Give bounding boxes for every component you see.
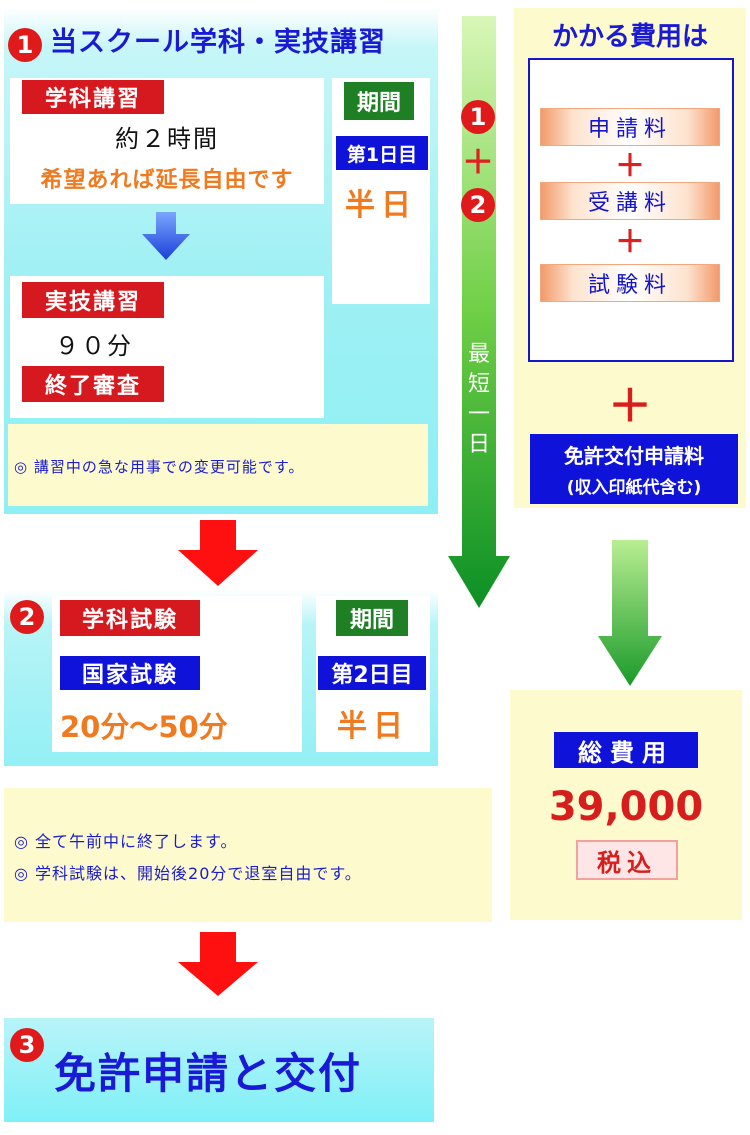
red-down-arrow-icon — [178, 932, 258, 996]
menkyo-fee-box — [530, 434, 738, 504]
gakka-exam-label: 学科試験 — [60, 600, 200, 636]
fee-item-jukou: 受講料 — [540, 182, 720, 220]
gakka-label: 学科講習 — [22, 80, 164, 114]
day2-label: 第2日目 — [318, 656, 426, 690]
fee-item-shinsei: 申請料 — [540, 108, 720, 146]
plus-icon: ＋ — [615, 225, 645, 260]
step3-number-badge: 3 — [10, 1028, 44, 1062]
duration1: 半日 — [345, 188, 417, 223]
period1-label: 期間 — [344, 82, 414, 120]
total-panel — [510, 690, 742, 920]
shinsa-label: 終了審査 — [22, 366, 164, 402]
plus-icon: ＋ — [615, 149, 645, 184]
step2-note-box — [4, 788, 492, 922]
shortest-text: 最 短 一 日 — [466, 340, 492, 460]
duration2: 半日 — [337, 709, 409, 744]
total-label: 総費用 — [554, 732, 698, 768]
step2-note-1: ◎ 全て午前中に終了します。 — [14, 832, 238, 851]
down-arrow-icon — [598, 540, 662, 686]
plus-icon: ＋ — [608, 381, 652, 432]
shortest-step1-badge: 1 — [461, 100, 495, 134]
shortest-char: 一 — [467, 402, 490, 427]
shortest-step2-badge: 2 — [461, 188, 495, 222]
jitsugi-time: ９０分 — [55, 332, 133, 360]
costs-title: かかる費用は — [551, 21, 708, 52]
red-down-arrow-icon — [178, 520, 258, 586]
step1-note: ◎ 講習中の急な用事での変更可能です。 — [14, 458, 305, 476]
jitsugi-label: 実技講習 — [22, 282, 164, 318]
total-value: 39,000 — [548, 784, 704, 830]
shortest-char: 日 — [467, 432, 490, 457]
menkyo-fee-label: 免許交付申請料 — [564, 443, 704, 468]
step1-number-badge: 1 — [8, 28, 42, 62]
gakka-note: 希望あれば延長自由です — [40, 168, 294, 193]
shortest-char: 最 — [467, 342, 490, 367]
menkyo-fee-sub: (収入印紙代含む) — [566, 477, 702, 498]
exam-time: 20分～50分 — [60, 710, 228, 744]
gakka-time: 約２時間 — [115, 124, 219, 153]
tax-label: 税込 — [576, 840, 678, 880]
fee-item-shiken: 試験料 — [540, 264, 720, 302]
period2-label: 期間 — [336, 600, 408, 636]
day1-label: 第1日目 — [336, 136, 428, 170]
kokka-exam-label: 国家試験 — [60, 656, 200, 690]
step1-title: 当スクール学科・実技講習 — [50, 27, 386, 58]
step3-panel — [4, 1018, 434, 1122]
step3-title: 免許申請と交付 — [54, 1049, 363, 1098]
shortest-char: 短 — [467, 372, 490, 397]
down-arrow-icon — [142, 212, 190, 260]
shortest-arrow-icon — [448, 16, 510, 608]
shortest-plus-icon: ＋ — [461, 143, 494, 181]
step2-note-2: ◎ 学科試験は、開始後20分で退室自由です。 — [14, 864, 362, 883]
step2-number-badge: 2 — [10, 600, 44, 634]
step1-note-box — [8, 424, 428, 506]
